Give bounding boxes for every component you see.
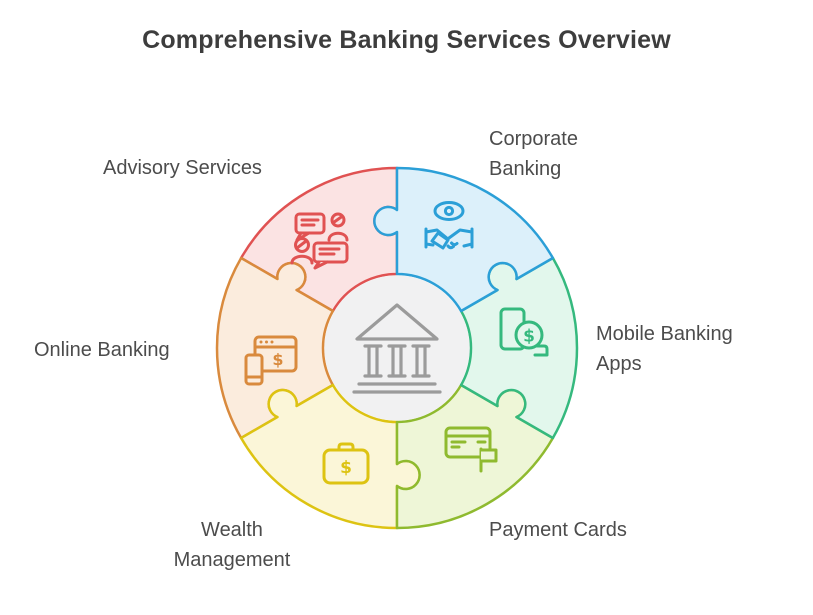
bank-building-icon bbox=[350, 300, 444, 396]
briefcase-dollar-icon: $ bbox=[320, 440, 372, 488]
credit-card-flag-icon bbox=[443, 424, 501, 474]
people-chat-icon bbox=[289, 210, 351, 270]
segment-corporate-banking-piece bbox=[373, 166, 555, 313]
svg-text:$: $ bbox=[340, 458, 352, 478]
svg-text:$: $ bbox=[272, 350, 283, 369]
label-corporate-banking: Corporate Banking bbox=[489, 128, 578, 180]
label-mobile-banking-apps: Mobile Banking Apps bbox=[596, 323, 733, 375]
label-advisory-services: Advisory Services bbox=[103, 157, 262, 179]
svg-text:$: $ bbox=[523, 327, 535, 347]
browser-dollar-phone-icon: $ bbox=[243, 334, 299, 388]
phone-dollar-coin-icon: $ bbox=[496, 306, 552, 362]
label-payment-cards: Payment Cards bbox=[489, 519, 627, 541]
page-title: Comprehensive Banking Services Overview bbox=[142, 26, 671, 54]
label-wealth-management: Wealth Management bbox=[173, 519, 291, 571]
label-online-banking: Online Banking bbox=[34, 339, 170, 361]
eye-handshake-icon bbox=[421, 200, 477, 254]
